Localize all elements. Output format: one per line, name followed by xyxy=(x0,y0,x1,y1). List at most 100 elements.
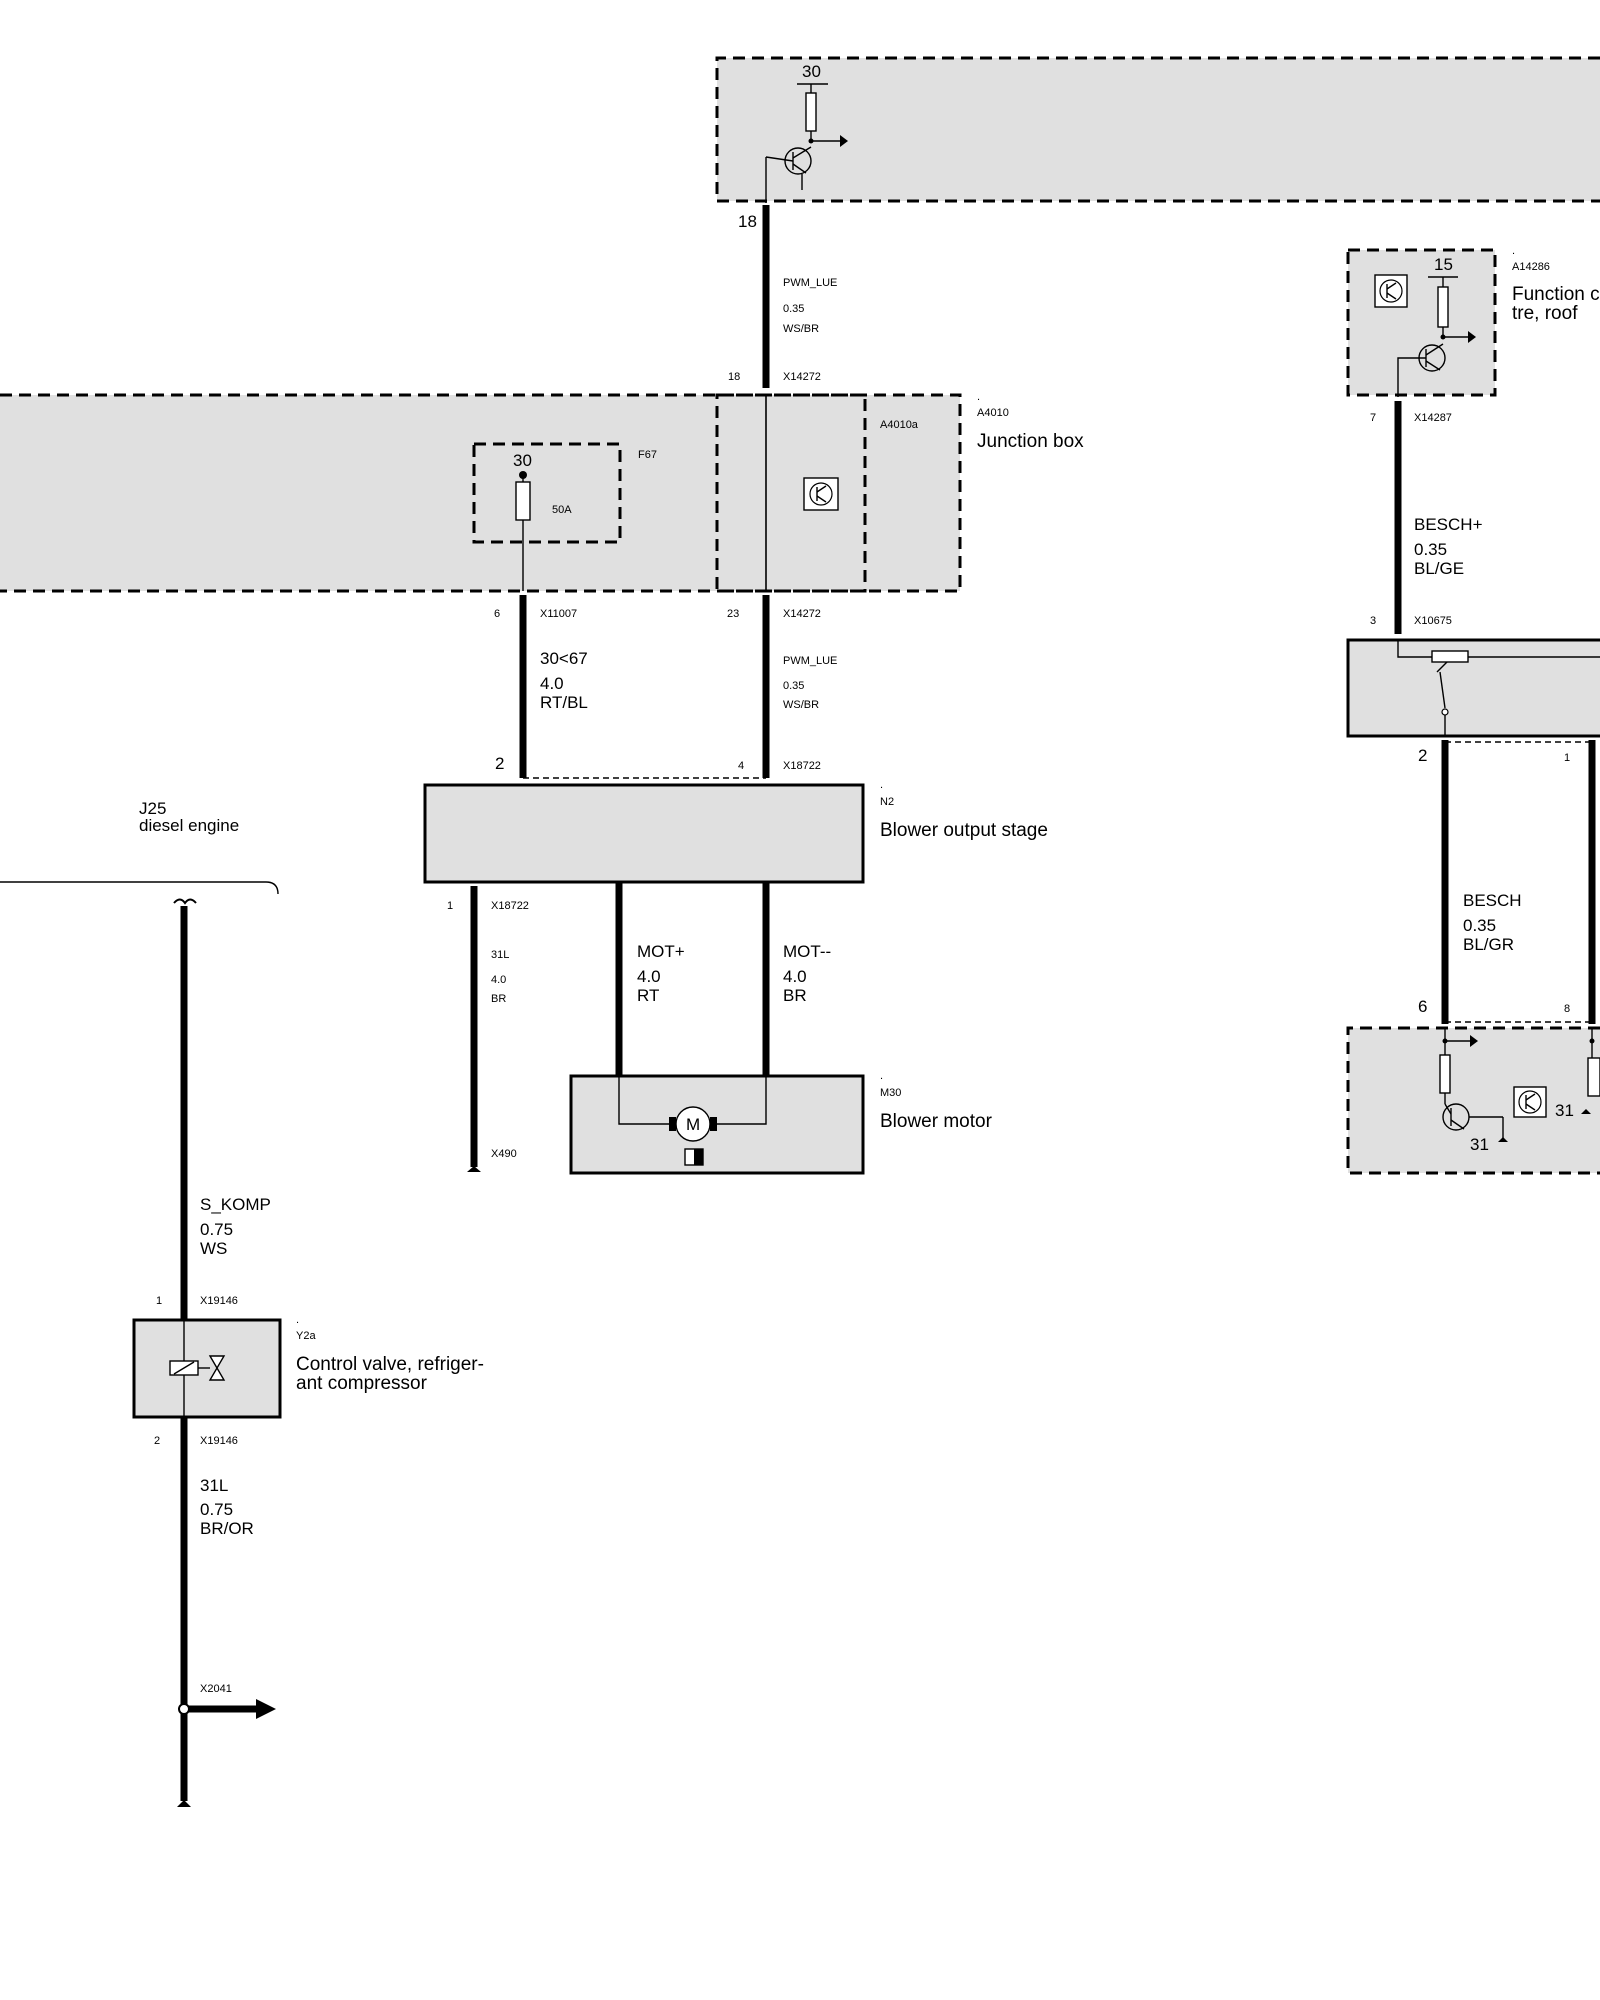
wire-besch-color: BL/GR xyxy=(1463,935,1514,954)
blower-stage-name: Blower output stage xyxy=(880,820,1048,841)
blower-stage-ref: N2 xyxy=(880,796,894,808)
wire-mot-plus-color: RT xyxy=(637,986,659,1005)
wire-valve-ground-signal: 31L xyxy=(200,1476,228,1495)
fuse-f67: 30 50A F67 xyxy=(472,442,657,591)
x14287-pin: 7 xyxy=(1370,412,1376,424)
control-valve xyxy=(132,1318,282,1419)
wire-besch-plus-gauge: 0.35 xyxy=(1414,540,1447,559)
x19146-pin2-name: X19146 xyxy=(200,1435,238,1447)
junction-sub-ref: A4010a xyxy=(880,419,919,431)
wire-s-komp-color: WS xyxy=(200,1239,227,1258)
blower-stage-ref-dot: . xyxy=(880,779,883,791)
x10675-pin: 3 xyxy=(1370,615,1376,627)
control-valve-name-line2: ant compressor xyxy=(296,1373,428,1394)
wire-s-komp-gauge: 0.75 xyxy=(200,1220,233,1239)
wire-mot-plus-gauge: 4.0 xyxy=(637,967,661,986)
wire-pwm-lower-color: WS/BR xyxy=(783,699,819,711)
wire-mot-minus-signal: MOT-- xyxy=(783,942,831,961)
blower-motor: M xyxy=(569,1074,865,1175)
x14272-bottom-pin: 23 xyxy=(727,608,739,620)
fuse-supply-label: 30 xyxy=(513,451,532,470)
control-valve-ref-dot: . xyxy=(296,1314,299,1326)
arrow-right-icon xyxy=(256,1699,276,1719)
right-lower-gnd2: 31 xyxy=(1555,1101,1574,1120)
x14287-name: X14287 xyxy=(1414,412,1452,424)
control-valve-ref: Y2a xyxy=(296,1330,316,1342)
top-module-supply-label: 30 xyxy=(802,62,821,81)
blower-motor-ref-dot: . xyxy=(880,1070,883,1082)
wire-30-67-gauge: 4.0 xyxy=(540,674,564,693)
wire-pwm-lower-gauge: 0.35 xyxy=(783,680,804,692)
function-centre-name-line1: Function ce xyxy=(1512,284,1600,305)
control-valve-name-line1: Control valve, refriger- xyxy=(296,1354,484,1375)
x18722-pin1: 1 xyxy=(447,900,453,912)
wire-30-67-signal: 30<67 xyxy=(540,649,588,668)
x18722-top-name: X18722 xyxy=(783,760,821,772)
wire-valve-ground-color: BR/OR xyxy=(200,1519,254,1538)
blower-motor-ref: M30 xyxy=(880,1087,901,1099)
wire-mot-minus-gauge: 4.0 xyxy=(783,967,807,986)
motor-symbol: M xyxy=(686,1115,700,1134)
junction-box-sub-module xyxy=(715,393,867,593)
right-low-pin-a: 6 xyxy=(1418,997,1427,1016)
x18722-pin2: 2 xyxy=(495,754,504,773)
wire-pwm-upper-color: WS/BR xyxy=(783,323,819,335)
function-centre-ref-dot: . xyxy=(1512,245,1515,257)
function-centre-roof: 15 xyxy=(1346,248,1497,397)
right-lower-gnd1: 31 xyxy=(1470,1135,1489,1154)
function-centre-supply: 15 xyxy=(1434,255,1453,274)
x14272-top-pin: 18 xyxy=(728,371,740,383)
wire-31l-gauge: 4.0 xyxy=(491,974,506,986)
x10675-name: X10675 xyxy=(1414,615,1452,627)
top-module-pin5: 18 xyxy=(738,212,757,231)
junction-box: A4010a xyxy=(0,393,962,593)
motor-icon xyxy=(675,1106,711,1142)
junction-box-name: Junction box xyxy=(977,431,1084,452)
fuse-rating: 50A xyxy=(552,504,572,516)
top-control-module: 30 xyxy=(715,56,1600,203)
wire-pwm-lower-signal: PWM_LUE xyxy=(783,655,837,667)
x2041-name: X2041 xyxy=(200,1683,232,1695)
right-low-pin-b: 8 xyxy=(1564,1003,1570,1015)
function-centre-name-line2: tre, roof xyxy=(1512,303,1578,324)
x490-name: X490 xyxy=(491,1148,517,1160)
fuse-ref: F67 xyxy=(638,449,657,461)
function-centre-ref: A14286 xyxy=(1512,261,1550,273)
ground-icon xyxy=(177,1800,191,1807)
wire-pwm-upper-signal: PWM_LUE xyxy=(783,277,837,289)
wire-31l-color: BR xyxy=(491,993,506,1005)
right-lower-module: 31 31 xyxy=(1346,1026,1600,1175)
right-mid-pin-b: 1 xyxy=(1564,752,1570,764)
wire-besch-plus-signal: BESCH+ xyxy=(1414,515,1483,534)
wire-s-komp-signal: S_KOMP xyxy=(200,1195,271,1214)
x19146-pin1: 1 xyxy=(156,1295,162,1307)
wire-besch-signal: BESCH xyxy=(1463,891,1522,910)
x11007-name: X11007 xyxy=(540,608,577,620)
engine-ref: J25 xyxy=(139,799,166,818)
wire-besch-gauge: 0.35 xyxy=(1463,916,1496,935)
x19146-pin1-name: X19146 xyxy=(200,1295,238,1307)
blower-motor-name: Blower motor xyxy=(880,1111,993,1132)
engine-name: diesel engine xyxy=(139,816,239,835)
fuse-icon xyxy=(515,481,531,521)
transistor-icon xyxy=(784,147,812,175)
wire-besch-plus-color: BL/GE xyxy=(1414,559,1464,578)
x18722-pin1-name: X18722 xyxy=(491,900,529,912)
right-switch-module xyxy=(1346,638,1600,738)
blower-output-stage xyxy=(423,783,865,884)
x19146-pin2: 2 xyxy=(154,1435,160,1447)
x14272-bottom-name: X14272 xyxy=(783,608,821,620)
right-mid-pin-a: 2 xyxy=(1418,746,1427,765)
potentiometer-icon xyxy=(1431,650,1469,663)
wire-31l-signal: 31L xyxy=(491,949,509,961)
wire-mot-minus-color: BR xyxy=(783,986,807,1005)
engine-bracket xyxy=(0,881,279,895)
junction-box-ref: A4010 xyxy=(977,407,1009,419)
ground-icon xyxy=(467,1166,481,1172)
valve-icon xyxy=(208,1355,226,1381)
wire-mot-plus-signal: MOT+ xyxy=(637,942,685,961)
wire-30-67-color: RT/BL xyxy=(540,693,588,712)
junction-box-ref-dot: . xyxy=(977,391,980,403)
wire-valve-ground-gauge: 0.75 xyxy=(200,1500,233,1519)
